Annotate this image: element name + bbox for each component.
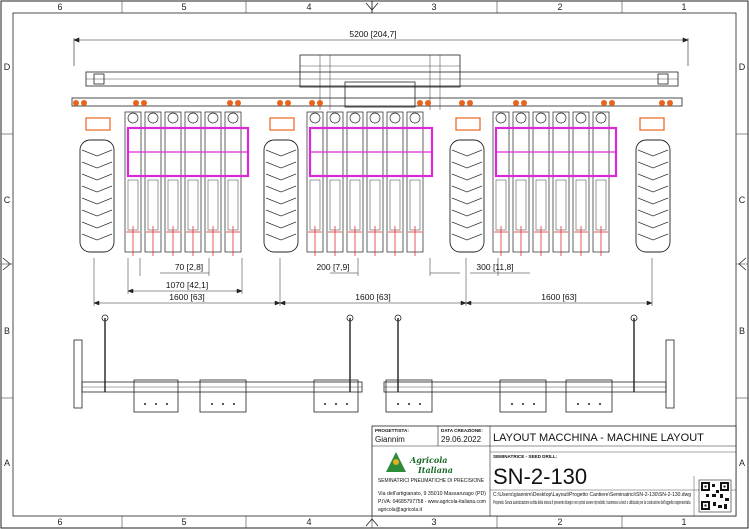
- qr-code-icon: [698, 479, 732, 513]
- seeding-unit: [552, 111, 570, 256]
- frame-col-bottom-2: 2: [557, 517, 562, 527]
- seeding-unit: [124, 111, 142, 256]
- seeding-unit: [512, 111, 530, 256]
- designer-label: PROGETTISTA:: [375, 428, 409, 433]
- date-value: 29.06.2022: [441, 435, 482, 444]
- dim-overall-width: 5200 [204,7]: [349, 29, 396, 39]
- dim-section-center: 1600 [63]: [355, 292, 390, 302]
- seeding-unit: [144, 111, 162, 256]
- company-name-line1: Agricola: [409, 455, 447, 465]
- seeding-unit: [164, 111, 182, 256]
- frame-col-bottom-5: 5: [181, 517, 186, 527]
- frame-row-left-B: B: [4, 326, 10, 336]
- machine-top-view: 5200 [204,7]: [71, 29, 689, 306]
- frame-col-top-1: 1: [681, 2, 686, 12]
- company-name-line2: Italiana: [417, 465, 453, 475]
- seeding-unit: [366, 111, 384, 256]
- seeding-unit: [532, 111, 550, 256]
- tire-left-outer: [79, 139, 115, 253]
- seeding-unit: [406, 111, 424, 256]
- seeding-unit: [326, 111, 344, 256]
- dim-section-left: 1600 [63]: [169, 292, 204, 302]
- title-block: PROGETTISTA: Giannim DATA CREAZIONE: 29.…: [371, 425, 737, 517]
- frame-row-left-A: A: [4, 458, 10, 468]
- seeding-unit: [572, 111, 590, 256]
- company-logo: Agricola Italiana SEMINATRICI PNEUMATICH…: [378, 452, 485, 484]
- seeding-units: [124, 111, 610, 256]
- frame-row-right-A: A: [739, 458, 745, 468]
- dim-outer-gap: 300 [11,8]: [476, 262, 513, 272]
- tire-left-inner: [263, 139, 299, 253]
- frame-row-right-B: B: [739, 326, 745, 336]
- seeding-unit: [184, 111, 202, 256]
- frame-col-bottom-3: 3: [431, 517, 436, 527]
- dim-unit-span: 1070 [42,1]: [166, 280, 209, 290]
- frame-col-bottom-1: 1: [681, 517, 686, 527]
- frame-row-left-D: D: [4, 62, 11, 72]
- seeding-unit: [306, 111, 324, 256]
- designer-value: Giannim: [375, 435, 405, 444]
- frame-col-top-2: 2: [557, 2, 562, 12]
- category-label: SEMINATRICE - SEED DRILL:: [493, 454, 558, 459]
- dim-row-spacing: 70 [2,8]: [175, 262, 203, 272]
- property-note: Proprietà: Senza autorizzazione scritta …: [493, 500, 691, 506]
- drawing-title: LAYOUT MACCHINA - MACHINE LAYOUT: [493, 432, 704, 444]
- drawing-code: SN-2-130: [493, 464, 587, 489]
- seeding-unit: [492, 111, 510, 256]
- seeding-unit: [346, 111, 364, 256]
- seeding-unit: [386, 111, 404, 256]
- file-path: C:\Users\giannim\Desktop\Layout\Progetto…: [493, 492, 691, 498]
- frame-col-bottom-4: 4: [306, 517, 311, 527]
- date-label: DATA CREAZIONE:: [441, 428, 483, 433]
- frame-row-left-C: C: [4, 195, 11, 205]
- frame-col-top-6: 6: [57, 2, 62, 12]
- frame-col-top-5: 5: [181, 2, 186, 12]
- seeding-unit: [204, 111, 222, 256]
- address-line1: Via dell'artigianato, 9 35010 Massanzago…: [378, 491, 486, 497]
- tire-right-outer: [635, 139, 671, 253]
- frame-col-top-3: 3: [431, 2, 436, 12]
- seeding-unit: [224, 111, 242, 256]
- dim-section-right: 1600 [63]: [541, 292, 576, 302]
- machine-front-view: [73, 314, 675, 413]
- seeding-unit: [592, 111, 610, 256]
- dim-center-gap: 200 [7,9]: [316, 262, 349, 272]
- frame-row-right-D: D: [739, 62, 746, 72]
- address-line2: P.IVA: 04685797758 - www.agricola-italia…: [378, 499, 486, 505]
- frame-col-top-4: 4: [306, 2, 311, 12]
- tire-right-inner: [449, 139, 485, 253]
- address-line3: agricola@agricola.it: [378, 507, 423, 513]
- frame-row-right-C: C: [739, 195, 746, 205]
- company-tagline: SEMINATRICI PNEUMATICHE DI PRECISIONE: [378, 478, 485, 484]
- frame-col-bottom-6: 6: [57, 517, 62, 527]
